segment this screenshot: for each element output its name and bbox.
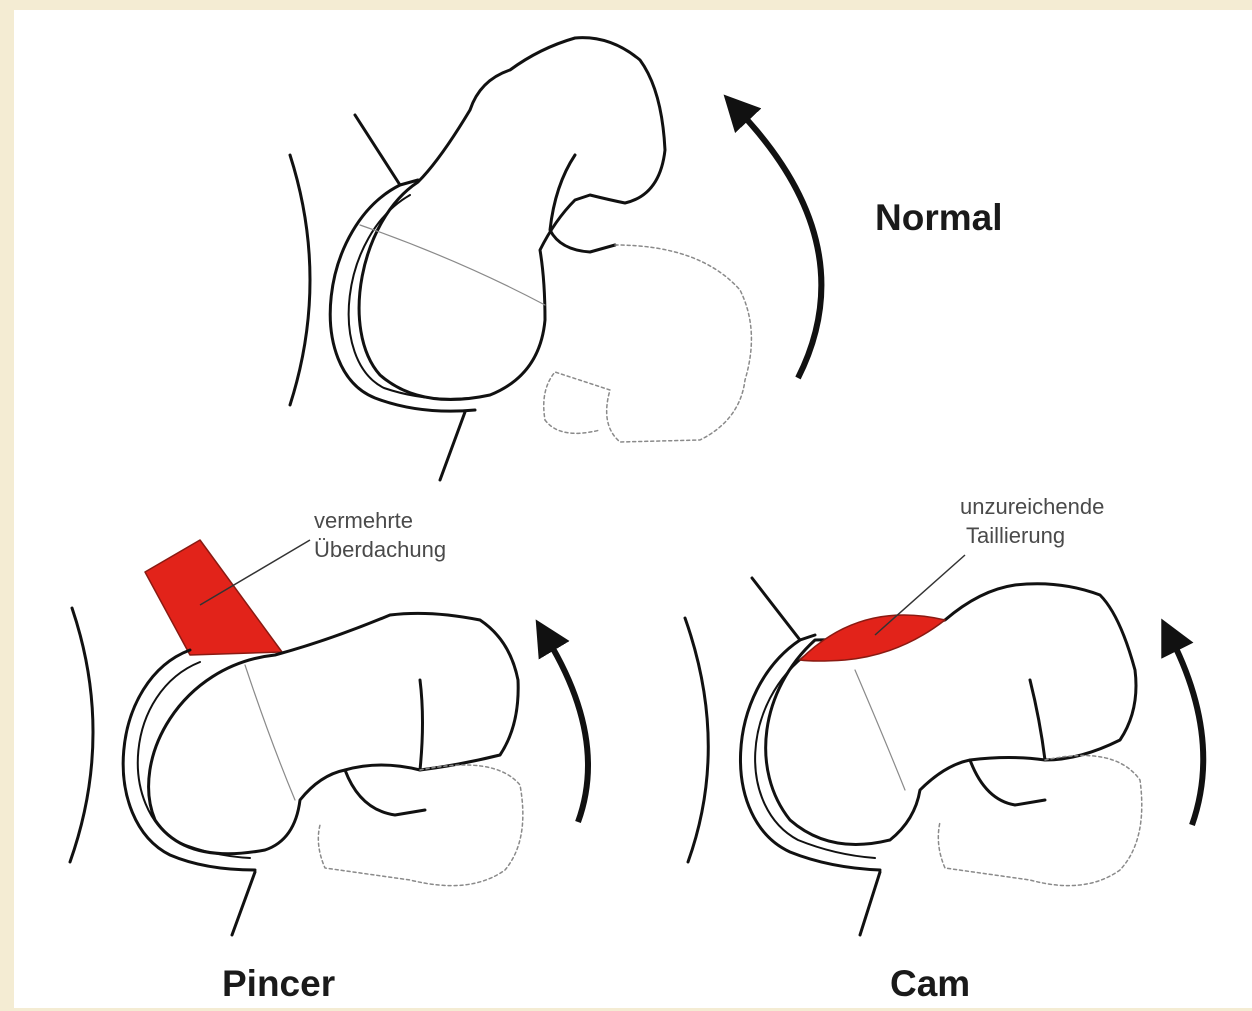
label-pincer: Pincer [222, 963, 335, 1005]
cam-annotation-line2: Taillierung [960, 521, 1104, 550]
pincer-annotation-line2: Überdachung [314, 535, 446, 564]
cam-annotation-line1: unzureichende [960, 492, 1104, 521]
pincer-acetabulum [123, 650, 255, 870]
label-normal: Normal [875, 197, 1002, 239]
pincer-annotation-line1: vermehrte [314, 506, 446, 535]
pincer-joint-drawing [70, 540, 523, 935]
cam-bump-highlight [800, 615, 945, 661]
cam-femur [766, 584, 1136, 845]
normal-femur [359, 38, 665, 400]
cam-joint-drawing [685, 578, 1142, 935]
normal-rotation-arrow [740, 112, 821, 378]
hip-impingement-diagram: Normal Pincer Cam vermehrte Überdachung … [14, 10, 1252, 1008]
normal-acetabulum [330, 185, 475, 411]
pincer-rotation-arrow [548, 640, 588, 822]
label-cam: Cam [890, 963, 970, 1005]
cam-rotation-arrow [1172, 640, 1203, 825]
normal-pelvis-outline [290, 155, 310, 405]
cam-annotation: unzureichende Taillierung [960, 492, 1104, 550]
pincer-annotation: vermehrte Überdachung [314, 506, 446, 564]
normal-joint-drawing [290, 38, 751, 480]
